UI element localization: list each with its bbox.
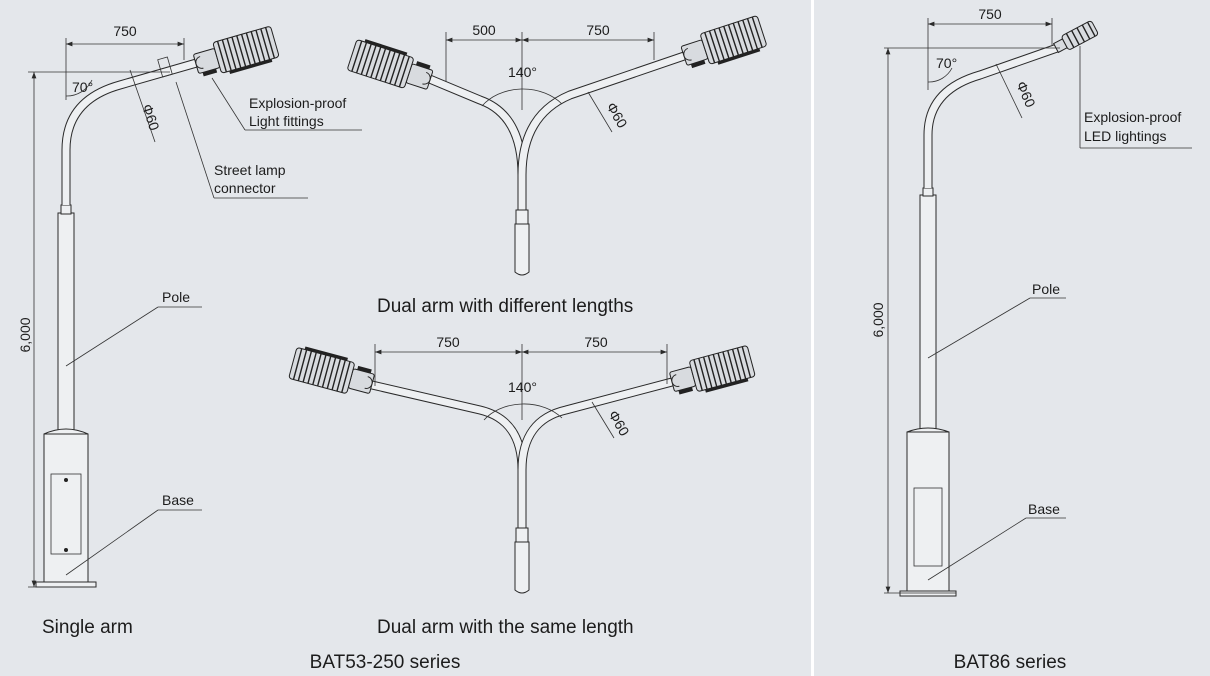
single-connector-label-1: Street lamp (214, 162, 286, 178)
dual-different-drawing: 500 750 140° Φ60 Dual arm with different… (346, 14, 769, 317)
bat86-led-label-1: Explosion-proof (1084, 109, 1181, 125)
dual-different-caption: Dual arm with different lengths (377, 296, 633, 317)
single-arm-caption: Single arm (42, 617, 133, 638)
bat86-diameter-leader (995, 63, 1023, 119)
bat86-base-cap (906, 427, 950, 433)
bat86-base-label: Base (1028, 501, 1060, 517)
bat86-drawing: 6,000 750 70° Φ60 Explosion-proof LED li… (870, 6, 1192, 597)
dual-diff-right-arm (517, 49, 692, 210)
single-pole-label: Pole (162, 289, 190, 305)
bat86-base-leader (927, 517, 1027, 581)
dual-same-angle-arc (483, 403, 563, 421)
single-base-cap (43, 428, 89, 435)
dual-same-caption: Dual arm with the same length (377, 617, 634, 638)
single-lamp (190, 25, 281, 83)
single-arm-length: 750 (113, 23, 137, 39)
dual-diff-left-length: 500 (472, 22, 496, 38)
dual-same-drawing: 750 750 140° Φ60 Dual arm with the same … (287, 334, 757, 638)
dual-same-left-lamp (287, 343, 378, 401)
bat86-pole-shaft (919, 194, 937, 431)
single-height-label: 6,000 (17, 317, 33, 352)
single-angle-label: 70° (72, 79, 93, 95)
bat86-arm-length: 750 (978, 6, 1002, 22)
single-pole-joint (60, 204, 72, 215)
single-pole-shaft (57, 212, 75, 434)
single-connector-label-2: connector (214, 180, 276, 196)
panel-divider (811, 0, 814, 676)
single-diameter-leader (129, 69, 156, 143)
single-base (43, 433, 89, 583)
dual-same-pole-stub (514, 541, 530, 594)
dual-diff-angle: 140° (508, 64, 537, 80)
single-fittings-label-2: Light fittings (249, 113, 324, 129)
dual-diff-angle-arc (481, 88, 563, 107)
single-base-leader (65, 509, 159, 576)
single-pole-leader (65, 306, 159, 367)
bat86-diameter-label: Φ60 (1013, 79, 1039, 110)
bat86-led-label-2: LED lightings (1084, 128, 1167, 144)
series-right-label: BAT86 series (954, 652, 1067, 673)
dual-diff-diameter-leader (587, 91, 613, 133)
dual-diff-right-lamp (678, 14, 769, 75)
dual-diff-right-length: 750 (586, 22, 610, 38)
single-base-plate (35, 581, 97, 588)
dual-diff-joint (515, 209, 529, 225)
bat86-base-plate (899, 590, 957, 597)
dual-diff-diameter: Φ60 (603, 100, 630, 131)
bat86-angle-arc (927, 67, 953, 83)
dual-same-left-arm (370, 380, 527, 528)
single-arm-drawing: 6,000 750 70° Φ60 Explosion-proof Light … (17, 23, 362, 638)
dual-same-joint (515, 527, 529, 543)
single-angle-arc (65, 79, 93, 97)
single-base-panel (50, 473, 82, 555)
bat86-base-panel (913, 487, 943, 567)
bat86-pole-label: Pole (1032, 281, 1060, 297)
dual-same-right-lamp (667, 344, 757, 402)
bat86-pole-joint (922, 187, 934, 197)
dual-diff-left-lamp (346, 35, 437, 96)
single-lamp-connector-part (157, 56, 173, 78)
single-fittings-leader (211, 77, 246, 131)
series-left-label: BAT53-250 series (310, 652, 461, 673)
bat86-height-label: 6,000 (870, 302, 886, 337)
dual-same-right-length: 750 (584, 334, 608, 350)
bat86-led-lamp (1051, 19, 1100, 56)
single-base-label: Base (162, 492, 194, 508)
bat86-angle-label: 70° (936, 55, 957, 71)
dual-same-diameter: Φ60 (605, 408, 632, 439)
bat86-pole-leader (927, 297, 1031, 359)
dual-same-left-length: 750 (436, 334, 460, 350)
dual-same-angle: 140° (508, 379, 537, 395)
single-connector-leader (175, 81, 215, 199)
single-diameter-label: Φ60 (139, 102, 163, 133)
bat86-base (906, 431, 950, 593)
dual-diff-pole-stub (514, 223, 530, 276)
dual-same-diameter-leader (591, 401, 615, 439)
single-fittings-label-1: Explosion-proof (249, 95, 346, 111)
